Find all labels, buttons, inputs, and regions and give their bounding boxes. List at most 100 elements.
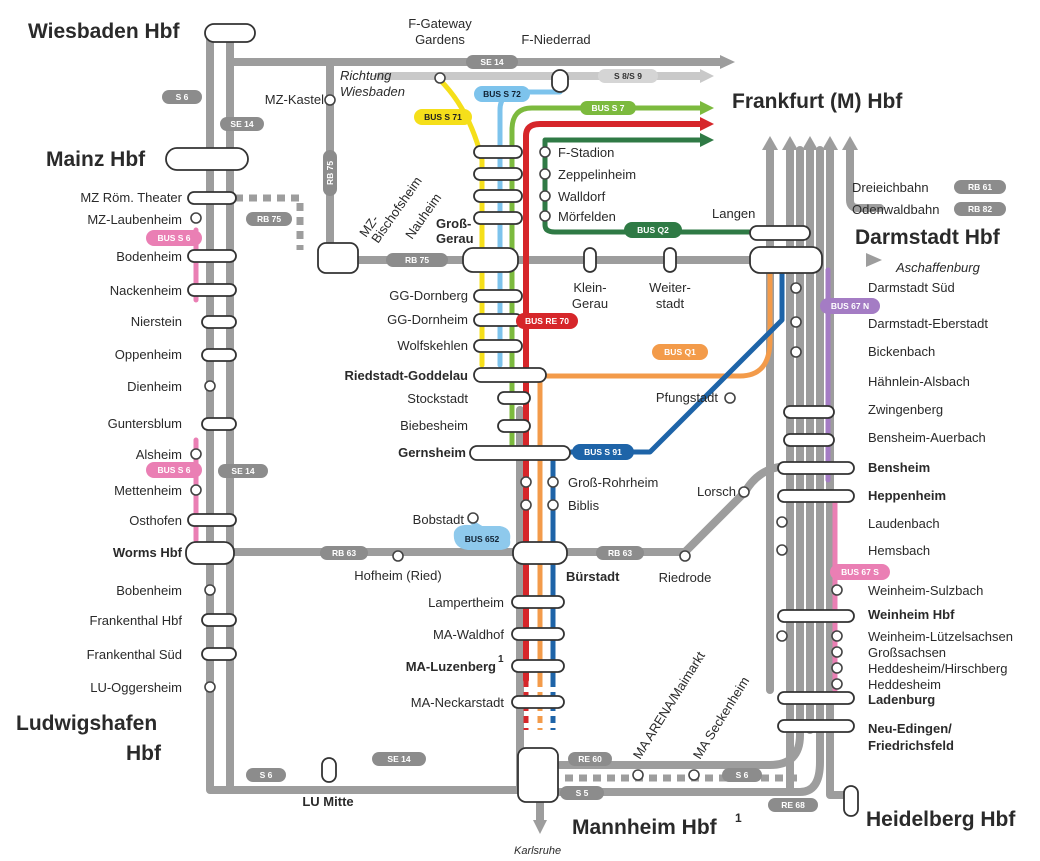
station-gateway-2: Gardens xyxy=(415,32,465,47)
tag-re68: RE 68 xyxy=(781,800,805,810)
tag-rb82: RB 82 xyxy=(968,204,992,214)
station-right-15: Heddesheim/Hirschberg xyxy=(868,661,1007,676)
hub-labels: Wiesbaden Hbf Frankfurt (M) Hbf Mainz Hb… xyxy=(16,20,1016,839)
hub-darmstadt: Darmstadt Hbf xyxy=(855,226,1001,249)
line-tags: SE 14 S 8/S 9 S 6 SE 14 RB 75 RB 75 RB 7… xyxy=(146,55,1006,812)
station-right-17: Ladenburg xyxy=(868,692,935,707)
station-lorsch: Lorsch xyxy=(697,484,736,499)
tag-bus-652: BUS 652 xyxy=(465,534,500,544)
station-left-1: MZ Röm. Theater xyxy=(80,190,182,205)
hub-frankfurt: Frankfurt (M) Hbf xyxy=(732,90,903,113)
station-gateway-1: F-Gateway xyxy=(408,16,472,31)
station-biblis: Biblis xyxy=(568,498,600,513)
station-klein-gerau-2: Gerau xyxy=(572,296,608,311)
station-left-12: Worms Hbf xyxy=(113,545,183,560)
hub-pills xyxy=(165,23,859,817)
tag-bus-s7: BUS S 7 xyxy=(591,103,624,113)
station-gross-gerau-2: Gerau xyxy=(436,231,474,246)
station-right-10: Hemsbach xyxy=(868,543,930,558)
tag-bus-s71: BUS S 71 xyxy=(424,112,462,122)
station-pfungstadt: Pfungstadt xyxy=(656,390,719,405)
station-right-3: Bickenbach xyxy=(868,344,935,359)
tag-s8s9: S 8/S 9 xyxy=(614,71,642,81)
dir-karlsruhe: Karlsruhe xyxy=(514,845,561,857)
station-left-6: Oppenheim xyxy=(115,347,182,362)
station-ma-luzenberg: MA-Luzenberg xyxy=(406,659,496,674)
station-left-11: Osthofen xyxy=(129,513,182,528)
station-left-9: Alsheim xyxy=(136,447,182,462)
branch-odenwaldbahn: Odenwaldbahn xyxy=(852,202,939,217)
tag-s5: S 5 xyxy=(576,788,589,798)
tag-bus-s72: BUS S 72 xyxy=(483,89,521,99)
tag-rb75-vertical: RB 75 xyxy=(325,161,335,185)
station-left-10: Mettenheim xyxy=(114,483,182,498)
tag-rb63-left: RB 63 xyxy=(332,548,356,558)
left-station-labels: MZ Röm. Theater MZ-Laubenheim Bodenheim … xyxy=(80,190,182,695)
tag-s6-bottom-right: S 6 xyxy=(736,770,749,780)
right-station-labels: Darmstadt Süd Darmstadt-Eberstadt Bicken… xyxy=(852,180,1013,753)
station-gg-dornheim: GG-Dornheim xyxy=(387,312,468,327)
tag-se14-left: SE 14 xyxy=(230,119,253,129)
station-right-16: Heddesheim xyxy=(868,677,941,692)
tag-rb63-right: RB 63 xyxy=(608,548,632,558)
station-left-4: Nackenheim xyxy=(110,283,182,298)
dir-richtung-2: Wiesbaden xyxy=(340,84,405,99)
tag-rb75-main: RB 75 xyxy=(405,255,429,265)
right-station-pills xyxy=(749,225,855,733)
tag-bus-re70: BUS RE 70 xyxy=(525,316,569,326)
tag-bus-67n: BUS 67 N xyxy=(831,301,869,311)
station-left-5: Nierstein xyxy=(131,314,182,329)
tag-bus-67s: BUS 67 S xyxy=(841,567,879,577)
station-weiterstadt-2: stadt xyxy=(656,296,685,311)
left-station-dots xyxy=(190,72,750,781)
station-ma-seckenheim: MA Seckenheim xyxy=(690,674,753,762)
station-lampertheim: Lampertheim xyxy=(428,595,504,610)
station-right-4: Hähnlein-Alsbach xyxy=(868,374,970,389)
station-f-stadion: F-Stadion xyxy=(558,145,614,160)
station-moerfelden: Mörfelden xyxy=(558,209,616,224)
tag-bus-s6-upper: BUS S 6 xyxy=(157,233,190,243)
dashed-tracks xyxy=(235,194,800,782)
tag-bus-q1: BUS Q1 xyxy=(664,347,696,357)
hub-mannheim-footnote: 1 xyxy=(735,811,742,825)
station-mz-kastel: MZ-Kastel xyxy=(265,92,324,107)
station-riedrode: Riedrode xyxy=(659,570,712,585)
mid-station-pills xyxy=(469,145,677,709)
station-niederrad: F-Niederrad xyxy=(521,32,590,47)
hub-ludwigshafen-1: Ludwigshafen xyxy=(16,712,157,735)
tag-rb75-left: RB 75 xyxy=(257,214,281,224)
station-hofheim: Hofheim (Ried) xyxy=(354,568,441,583)
station-right-12: Weinheim Hbf xyxy=(868,607,955,622)
station-buerstadt: Bürstadt xyxy=(566,569,620,584)
tag-bus-s6-lower: BUS S 6 xyxy=(157,465,190,475)
tag-s6-bottom-left: S 6 xyxy=(260,770,273,780)
station-right-7: Bensheim xyxy=(868,460,930,475)
tag-se14-top: SE 14 xyxy=(480,57,503,67)
station-klein-gerau-1: Klein- xyxy=(573,280,606,295)
station-right-11: Weinheim-Sulzbach xyxy=(868,583,983,598)
station-right-1: Darmstadt Süd xyxy=(868,280,955,295)
station-stockstadt: Stockstadt xyxy=(407,391,468,406)
hub-heidelberg: Heidelberg Hbf xyxy=(866,808,1016,831)
tag-re60: RE 60 xyxy=(578,754,602,764)
hub-ludwigshafen-2: Hbf xyxy=(126,742,162,765)
branch-dreieichbahn: Dreieichbahn xyxy=(852,180,929,195)
station-left-15: Frankenthal Süd xyxy=(87,647,182,662)
right-station-dots xyxy=(776,282,843,690)
station-right-14: Großsachsen xyxy=(868,645,946,660)
s8-s9-line xyxy=(370,69,714,83)
hub-wiesbaden: Wiesbaden Hbf xyxy=(28,20,180,43)
station-lu-mitte: LU Mitte xyxy=(302,794,353,809)
tag-s6-top: S 6 xyxy=(176,92,189,102)
station-ma-luzenberg-footnote: 1 xyxy=(498,654,504,665)
station-right-6: Bensheim-Auerbach xyxy=(868,430,986,445)
station-langen: Langen xyxy=(712,206,755,221)
tag-bus-q2: BUS Q2 xyxy=(637,225,669,235)
station-riedstadt: Riedstadt-Goddelau xyxy=(344,368,468,383)
station-right-5: Zwingenberg xyxy=(868,402,943,417)
station-ma-neckarstadt: MA-Neckarstadt xyxy=(411,695,505,710)
station-gg-dornberg: GG-Dornberg xyxy=(389,288,468,303)
station-right-19: Friedrichsfeld xyxy=(868,738,954,753)
station-right-2: Darmstadt-Eberstadt xyxy=(868,316,988,331)
dir-richtung-1: Richtung xyxy=(340,68,392,83)
